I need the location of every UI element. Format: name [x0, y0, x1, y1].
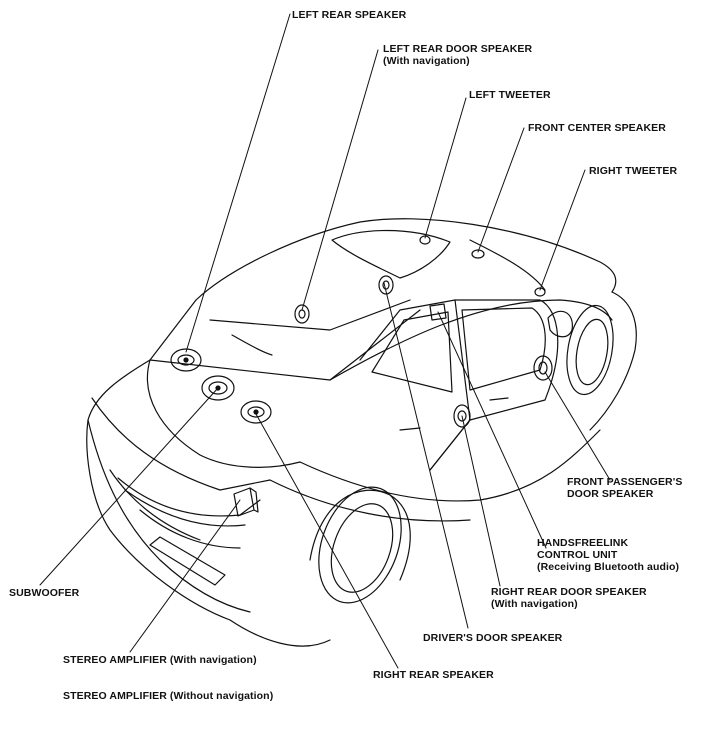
right-rear-door-speaker-icon [453, 404, 471, 428]
label-stereo-amplifier-nav: STEREO AMPLIFIER (With navigation) [63, 654, 257, 666]
label-handsfreelink-line2: CONTROL UNIT [537, 549, 618, 561]
left-rear-door-speaker-icon [294, 304, 310, 324]
label-left-rear-door-speaker: LEFT REAR DOOR SPEAKER (With navigation) [383, 43, 532, 67]
right-rear-speaker-icon [240, 400, 272, 424]
label-handsfreelink-control-unit: HANDSFREELINK CONTROL UNIT (Receiving Bl… [537, 537, 679, 573]
right-tweeter-icon [534, 287, 546, 297]
label-stereo-amplifier-no-nav: STEREO AMPLIFIER (Without navigation) [63, 690, 274, 702]
label-left-rear-speaker: LEFT REAR SPEAKER [292, 9, 407, 21]
front-center-speaker-icon [471, 249, 485, 259]
left-tweeter-icon [419, 235, 431, 245]
label-right-rear-door-speaker-title: RIGHT REAR DOOR SPEAKER [491, 586, 647, 598]
front-passenger-door-speaker-icon [533, 355, 553, 381]
label-right-rear-door-speaker: RIGHT REAR DOOR SPEAKER (With navigation… [491, 586, 647, 610]
left-rear-speaker-icon [170, 348, 202, 372]
leader-lines [39, 13, 611, 669]
label-front-passenger-door-speaker: FRONT PASSENGER'S DOOR SPEAKER [567, 476, 682, 500]
label-front-passenger-line1: FRONT PASSENGER'S [567, 476, 683, 488]
stereo-amplifier-icon [233, 487, 259, 517]
label-right-rear-door-speaker-note: (With navigation) [491, 598, 578, 610]
drivers-door-speaker-icon [378, 275, 394, 295]
label-drivers-door-speaker: DRIVER'S DOOR SPEAKER [423, 632, 563, 644]
label-front-passenger-line2: DOOR SPEAKER [567, 488, 654, 500]
subwoofer-icon [201, 375, 235, 401]
label-handsfreelink-line1: HANDSFREELINK [537, 537, 629, 549]
label-front-center-speaker: FRONT CENTER SPEAKER [528, 122, 666, 134]
speaker-cones [170, 235, 553, 517]
label-left-tweeter: LEFT TWEETER [469, 89, 551, 101]
car-body-outline [86, 218, 637, 647]
label-left-rear-door-speaker-title: LEFT REAR DOOR SPEAKER [383, 43, 533, 55]
label-handsfreelink-note: (Receiving Bluetooth audio) [537, 561, 680, 573]
label-subwoofer: SUBWOOFER [9, 587, 80, 599]
label-left-rear-door-speaker-note: (With navigation) [383, 55, 470, 67]
label-right-rear-speaker: RIGHT REAR SPEAKER [373, 669, 494, 681]
handsfreelink-control-unit-icon [429, 303, 447, 321]
label-right-tweeter: RIGHT TWEETER [589, 165, 678, 177]
